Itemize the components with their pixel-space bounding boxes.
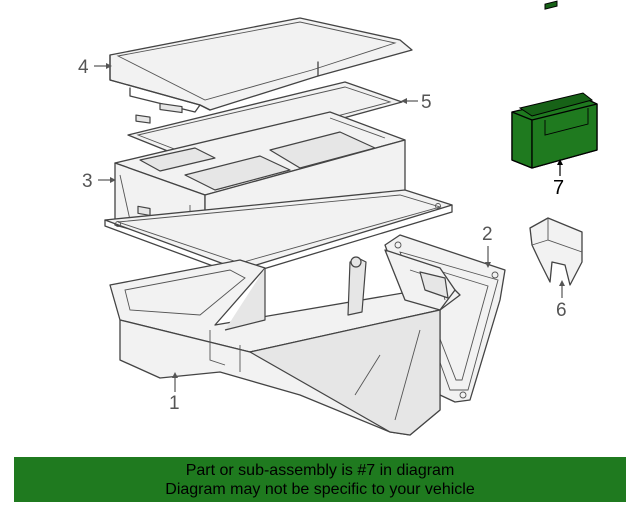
callout-label-5: 5 — [421, 92, 432, 113]
banner-line-disclaimer: Diagram may not be specific to your vehi… — [165, 481, 475, 498]
part-1-lower-housing[interactable] — [109, 249, 461, 436]
part-3-upper-housing[interactable] — [104, 111, 453, 277]
part-7-insert-tray[interactable] — [511, 0, 598, 169]
callout-label-3: 3 — [82, 171, 93, 192]
callout-label-2: 2 — [482, 224, 493, 245]
callout-label-4: 4 — [78, 57, 89, 78]
banner-line-part: Part or sub-assembly is #7 in diagram — [185, 462, 455, 479]
parts-diagram: 4 5 3 2 1 7 6 — [78, 0, 598, 436]
info-banner: Part or sub-assembly is #7 in diagram Di… — [14, 457, 626, 502]
callout-label-6: 6 — [556, 300, 567, 321]
callout-arrows — [94, 63, 565, 392]
callout-label-1: 1 — [169, 393, 180, 414]
callout-label-7: 7 — [553, 177, 564, 199]
part-4-lid[interactable] — [109, 17, 413, 124]
part-6-clip[interactable] — [529, 217, 583, 286]
